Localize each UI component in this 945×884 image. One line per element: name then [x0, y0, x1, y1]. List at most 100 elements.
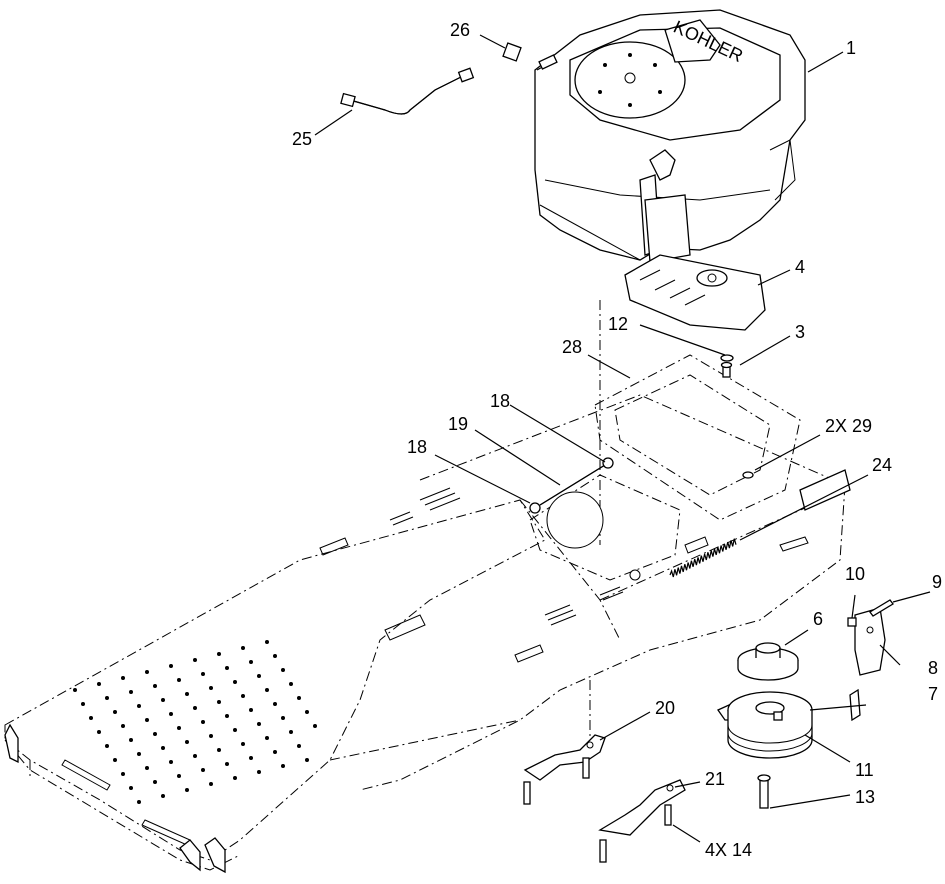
- perforation-hole: [185, 692, 189, 696]
- perforation-hole: [233, 728, 237, 732]
- perforation-hole: [73, 688, 77, 692]
- bolt-3: [720, 361, 733, 378]
- perforation-hole: [177, 774, 181, 778]
- perforation-hole: [209, 782, 213, 786]
- pulley-6: [737, 642, 799, 681]
- spring-24: [669, 538, 737, 578]
- perforation-hole: [281, 668, 285, 672]
- callout-11: 11: [855, 760, 874, 780]
- nut-10: [847, 617, 857, 627]
- perforation-hole: [313, 724, 317, 728]
- perforation-hole: [241, 694, 245, 698]
- perforation-hole: [145, 670, 149, 674]
- perforation-hole: [217, 748, 221, 752]
- callout-29: 2X 29: [825, 416, 872, 436]
- perforation-hole: [137, 704, 141, 708]
- perforation-hole: [169, 760, 173, 764]
- callout-21: 21: [705, 769, 725, 789]
- perforation-hole: [129, 786, 133, 790]
- callout-3: 3: [795, 322, 805, 342]
- callout-20: 20: [655, 698, 675, 718]
- engine: KOHLER: [534, 9, 806, 263]
- callout-25: 25: [292, 129, 312, 149]
- callout-28: 28: [562, 337, 582, 357]
- perforation-hole: [265, 640, 269, 644]
- perforation-hole: [105, 744, 109, 748]
- perforation-hole: [225, 714, 229, 718]
- perforation-hole: [97, 730, 101, 734]
- callout-10: 10: [845, 564, 865, 584]
- frame-phantom: [4, 300, 846, 871]
- perforation-hole: [201, 720, 205, 724]
- callout-14: 4X 14: [705, 840, 752, 860]
- perforation-hole: [161, 794, 165, 798]
- bolt-9: [869, 599, 894, 617]
- rod-19: [539, 464, 606, 506]
- perforation-hole: [185, 788, 189, 792]
- perforation-hole: [169, 664, 173, 668]
- callout-18-left: 18: [407, 437, 427, 457]
- bolt-13: [757, 774, 771, 809]
- perforation-hole: [161, 698, 165, 702]
- washer-12: [720, 354, 734, 362]
- perforation-hole: [129, 690, 133, 694]
- perforation-hole: [145, 718, 149, 722]
- perforation-hole: [249, 660, 253, 664]
- perforation-hole: [241, 742, 245, 746]
- callout-1: 1: [846, 38, 856, 58]
- perforation-hole: [265, 736, 269, 740]
- perforation-hole: [121, 724, 125, 728]
- perforation-hole: [249, 708, 253, 712]
- perforation-hole: [137, 752, 141, 756]
- callout-19: 19: [448, 414, 468, 434]
- perforation-hole: [233, 776, 237, 780]
- perforation-hole: [297, 744, 301, 748]
- perforation-hole: [153, 684, 157, 688]
- perforation-hole: [209, 734, 213, 738]
- perforation-hole: [225, 762, 229, 766]
- perforation-hole: [289, 682, 293, 686]
- perforation-hole: [113, 710, 117, 714]
- callout-24: 24: [872, 455, 892, 475]
- perforation-hole: [217, 700, 221, 704]
- bracket-20: [523, 734, 606, 805]
- perforation-hole: [305, 758, 309, 762]
- perforation-hole: [257, 722, 261, 726]
- callout-labels: 1 3 4 6 7 8 9 10 11 12 13 4X 14 18 18 19…: [292, 20, 942, 860]
- perforation-hole: [209, 686, 213, 690]
- callout-12: 12: [608, 314, 628, 334]
- perforation-hole: [201, 768, 205, 772]
- hose-fitting: [502, 42, 558, 71]
- callout-7: 7: [928, 684, 938, 704]
- perforation-hole: [193, 658, 197, 662]
- perforation-hole: [217, 652, 221, 656]
- callout-6: 6: [813, 609, 823, 629]
- perforation-hole: [97, 682, 101, 686]
- perforation-hole: [153, 780, 157, 784]
- perforation-hole: [145, 766, 149, 770]
- perforation-hole: [249, 756, 253, 760]
- perforation-hole: [121, 772, 125, 776]
- perforation-hole: [81, 702, 85, 706]
- perforation-hole: [233, 680, 237, 684]
- perforation-hole: [129, 738, 133, 742]
- floor-perforations: [73, 640, 317, 804]
- callout-13: 13: [855, 787, 875, 807]
- callout-8: 8: [928, 658, 938, 678]
- perforation-hole: [281, 764, 285, 768]
- muffler: [624, 254, 766, 331]
- perforation-hole: [273, 654, 277, 658]
- callout-9: 9: [932, 572, 942, 592]
- key-7: [849, 688, 861, 722]
- perforation-hole: [105, 696, 109, 700]
- perforation-hole: [185, 740, 189, 744]
- perforation-hole: [257, 674, 261, 678]
- perforation-hole: [305, 710, 309, 714]
- perforation-hole: [169, 712, 173, 716]
- perforation-hole: [273, 750, 277, 754]
- perforation-hole: [177, 678, 181, 682]
- bracket-21: [598, 779, 686, 863]
- perforation-hole: [265, 688, 269, 692]
- perforation-hole: [89, 716, 93, 720]
